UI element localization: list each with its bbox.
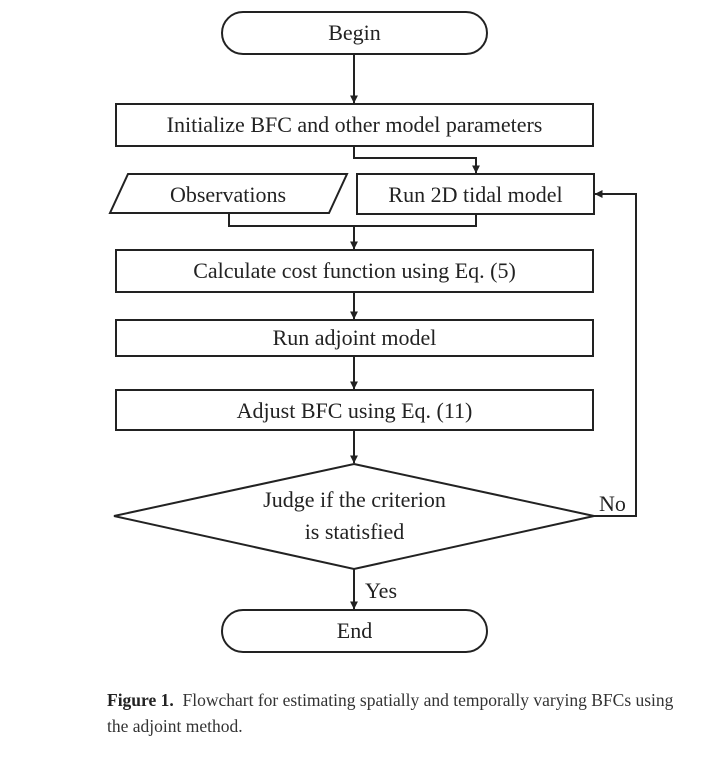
- run-tidal-box: [356, 173, 595, 215]
- figure-caption-text: Flowchart for estimating spatially and t…: [107, 690, 674, 736]
- decision-diamond: [113, 462, 595, 571]
- yes-label: Yes: [365, 578, 397, 603]
- no-label: No: [599, 491, 626, 516]
- adjust-box: [115, 389, 594, 431]
- arrow-initialize-to-tidal: [353, 146, 480, 174]
- flowchart-diagram: Begin Initialize BFC and other model par…: [108, 11, 637, 653]
- connector-observations-tidal: [228, 213, 477, 227]
- initialize-box: [115, 103, 594, 147]
- observations-parallelogram: [108, 173, 349, 214]
- begin-label: Begin: [328, 20, 381, 45]
- end-label: End: [337, 618, 372, 643]
- arrow-no-loop-to-tidal: [594, 190, 637, 517]
- end-terminal: [221, 609, 488, 653]
- initialize-label: Initialize BFC and other model parameter…: [167, 112, 543, 137]
- figure-caption: Figure 1. Flowchart for estimating spati…: [107, 687, 697, 739]
- decision-label-line1: Judge if the criterion: [263, 487, 446, 512]
- adjoint-box: [115, 319, 594, 357]
- adjoint-label: Run adjoint model: [273, 325, 437, 350]
- observations-label: Observations: [170, 182, 286, 207]
- cost-function-label: Calculate cost function using Eq. (5): [193, 258, 516, 283]
- figure-label: Figure 1.: [107, 690, 174, 710]
- adjust-label: Adjust BFC using Eq. (11): [237, 398, 473, 423]
- run-tidal-label: Run 2D tidal model: [388, 182, 562, 207]
- decision-label-line2: is statisfied: [305, 519, 405, 544]
